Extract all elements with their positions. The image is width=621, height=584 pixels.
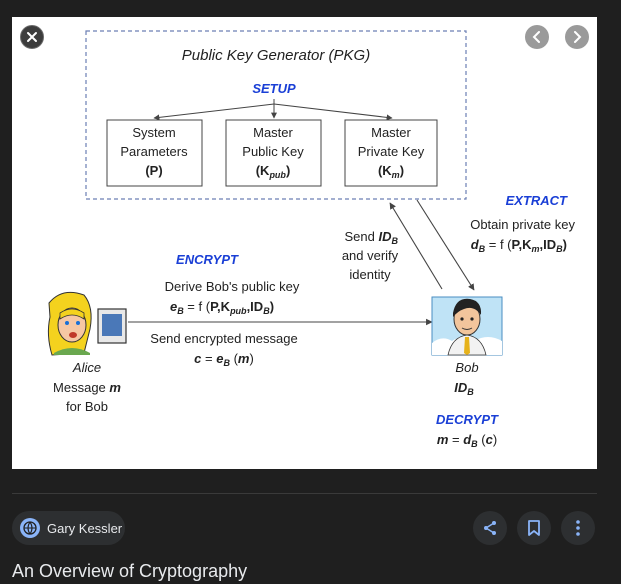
derive-line2: eB = f (P,Kpub,IDB) [170,299,274,316]
decrypt-label: DECRYPT [436,412,499,427]
params-line2: Parameters [120,144,188,159]
bob-illustration [431,296,503,356]
bookmark-icon [528,520,540,536]
msk-box [344,119,438,187]
setup-label: SETUP [252,81,296,96]
alice-illustration [47,291,127,356]
mpk-box [225,119,322,187]
msk-line3: (Km) [378,163,404,180]
send-id-line1: Send IDB [345,229,399,246]
obtain-line2: dB = f (P,Km,IDB) [471,237,567,254]
params-line1: System [132,125,175,140]
result-title[interactable]: An Overview of Cryptography [12,561,248,581]
params-box [106,119,203,187]
send-id-line3: identity [349,267,391,282]
obtain-line1: Obtain private key [470,217,575,232]
share-icon [484,521,496,535]
chevron-left-icon [532,31,540,43]
share-button[interactable] [473,511,507,545]
alice-for: for Bob [66,399,108,414]
close-button[interactable] [20,25,44,49]
msk-line2: Private Key [358,144,425,159]
chevron-right-icon [574,31,582,43]
mpk-line3: (Kpub) [256,163,291,180]
encrypt-label: ENCRYPT [176,252,239,267]
alice-msg: Message m [53,380,121,395]
save-button[interactable] [517,511,551,545]
send-id-line2: and verify [342,248,399,263]
pkg-box [85,30,467,200]
divider [12,493,597,494]
image-viewer: Public Key Generator (PKG) SETUP System … [12,17,597,469]
globe-icon [20,518,40,538]
mpk-line1: Master [253,125,293,140]
more-options-button[interactable] [561,511,595,545]
extract-label: EXTRACT [506,193,568,208]
bob-name: Bob [455,360,478,375]
previous-image-button[interactable] [525,25,549,49]
params-line3: (P) [145,163,162,178]
source-name: Gary Kessler [47,520,123,536]
mpk-line2: Public Key [242,144,304,159]
close-icon [27,32,37,42]
derive-line1: Derive Bob's public key [165,279,300,294]
source-chip[interactable]: Gary Kessler [12,511,125,545]
msk-line1: Master [371,125,411,140]
pkg-title: Public Key Generator (PKG) [182,47,370,64]
next-image-button[interactable] [565,25,589,49]
send-msg-line2: c = eB (m) [194,351,254,368]
more-vert-icon [576,520,580,536]
ibe-diagram: Public Key Generator (PKG) SETUP System … [47,30,575,449]
send-msg-line1: Send encrypted message [150,331,297,346]
alice-name: Alice [72,360,101,375]
bob-id: IDB [454,380,474,397]
decrypt-formula: m = dB (c) [437,432,497,449]
